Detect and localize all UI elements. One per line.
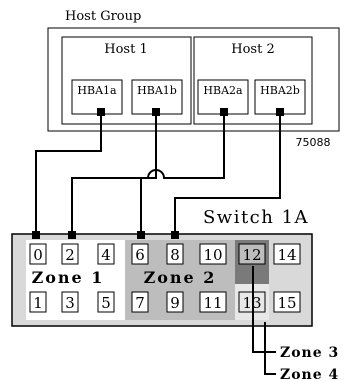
switch-title: Switch 1A [203,207,309,228]
zone-4-leader [264,322,276,375]
connector-hba2b [276,108,284,116]
zone-leaders [252,266,276,375]
cable-hba2b-port8 [174,112,281,238]
port-12-label: 12 [242,246,261,264]
port-7-label: 7 [135,294,145,312]
port-14 [273,243,301,265]
port-1 [29,291,47,313]
host-2: Host 2 HBA2a HBA2b [193,36,313,125]
port-5-label: 5 [101,294,111,312]
port-9 [166,291,184,313]
zone-1-label: Zone 1 [32,268,105,287]
port-11 [199,291,227,313]
port-0-label: 0 [33,246,43,264]
port-2 [61,243,79,265]
port-9-label: 9 [170,294,180,312]
connector-port6 [137,231,145,239]
zone-4-label: Zone 4 [280,367,339,381]
port-10 [199,243,227,265]
zone-3-leader [252,266,276,353]
connector-hba1a [97,108,105,116]
host-group: Host Group Host 1 HBA1a HBA1b Host 2 HBA… [47,9,340,149]
port-0 [29,243,47,265]
hba-2a-label: HBA2a [203,84,243,97]
port-10-label: 10 [203,246,222,264]
port-15-label: 15 [277,294,296,312]
connector-hba2a [220,108,228,116]
connector-port2 [68,231,76,239]
hba-1b-label: HBA1b [137,84,177,97]
port-2-label: 2 [65,246,75,264]
host-2-label: Host 2 [231,42,274,57]
zone-2-label: Zone 2 [144,268,217,287]
zone-3-label: Zone 3 [280,345,339,361]
port-5 [97,291,115,313]
port-3-label: 3 [65,294,75,312]
cable-hba1a-port0 [35,112,102,238]
port-8 [166,243,184,265]
figure-number: 75088 [296,136,331,149]
switch-1a: Switch 1A 0 2 4 6 8 10 12 14 Zone 1 [11,207,313,327]
port-7 [131,291,149,313]
cable-hba2a-port6 [140,112,225,238]
port-6 [131,243,149,265]
connector-hba1b [152,108,160,116]
cable-hba1b-port2 [71,112,157,238]
host-1: Host 1 HBA1a HBA1b [61,36,192,125]
connector-port8 [171,231,179,239]
cables [35,112,281,238]
hba-2b-label: HBA2b [260,84,300,97]
connector-port0 [32,231,40,239]
host-1-label: Host 1 [104,42,147,57]
port-4 [97,243,115,265]
port-8-label: 8 [170,246,180,264]
port-11-label: 11 [203,294,222,312]
hba-1a-label: HBA1a [77,84,117,97]
ports-top-row: 0 2 4 6 8 10 12 14 [29,243,301,265]
port-1-label: 1 [33,294,43,312]
port-14-label: 14 [277,246,296,264]
port-3 [61,291,79,313]
ports-bottom-row: 1 3 5 7 9 11 13 15 [29,291,301,313]
port-12 [238,243,266,265]
host-group-title: Host Group [65,9,141,24]
port-15 [273,291,301,313]
port-6-label: 6 [135,246,145,264]
port-4-label: 4 [101,246,111,264]
connectors [32,108,284,239]
